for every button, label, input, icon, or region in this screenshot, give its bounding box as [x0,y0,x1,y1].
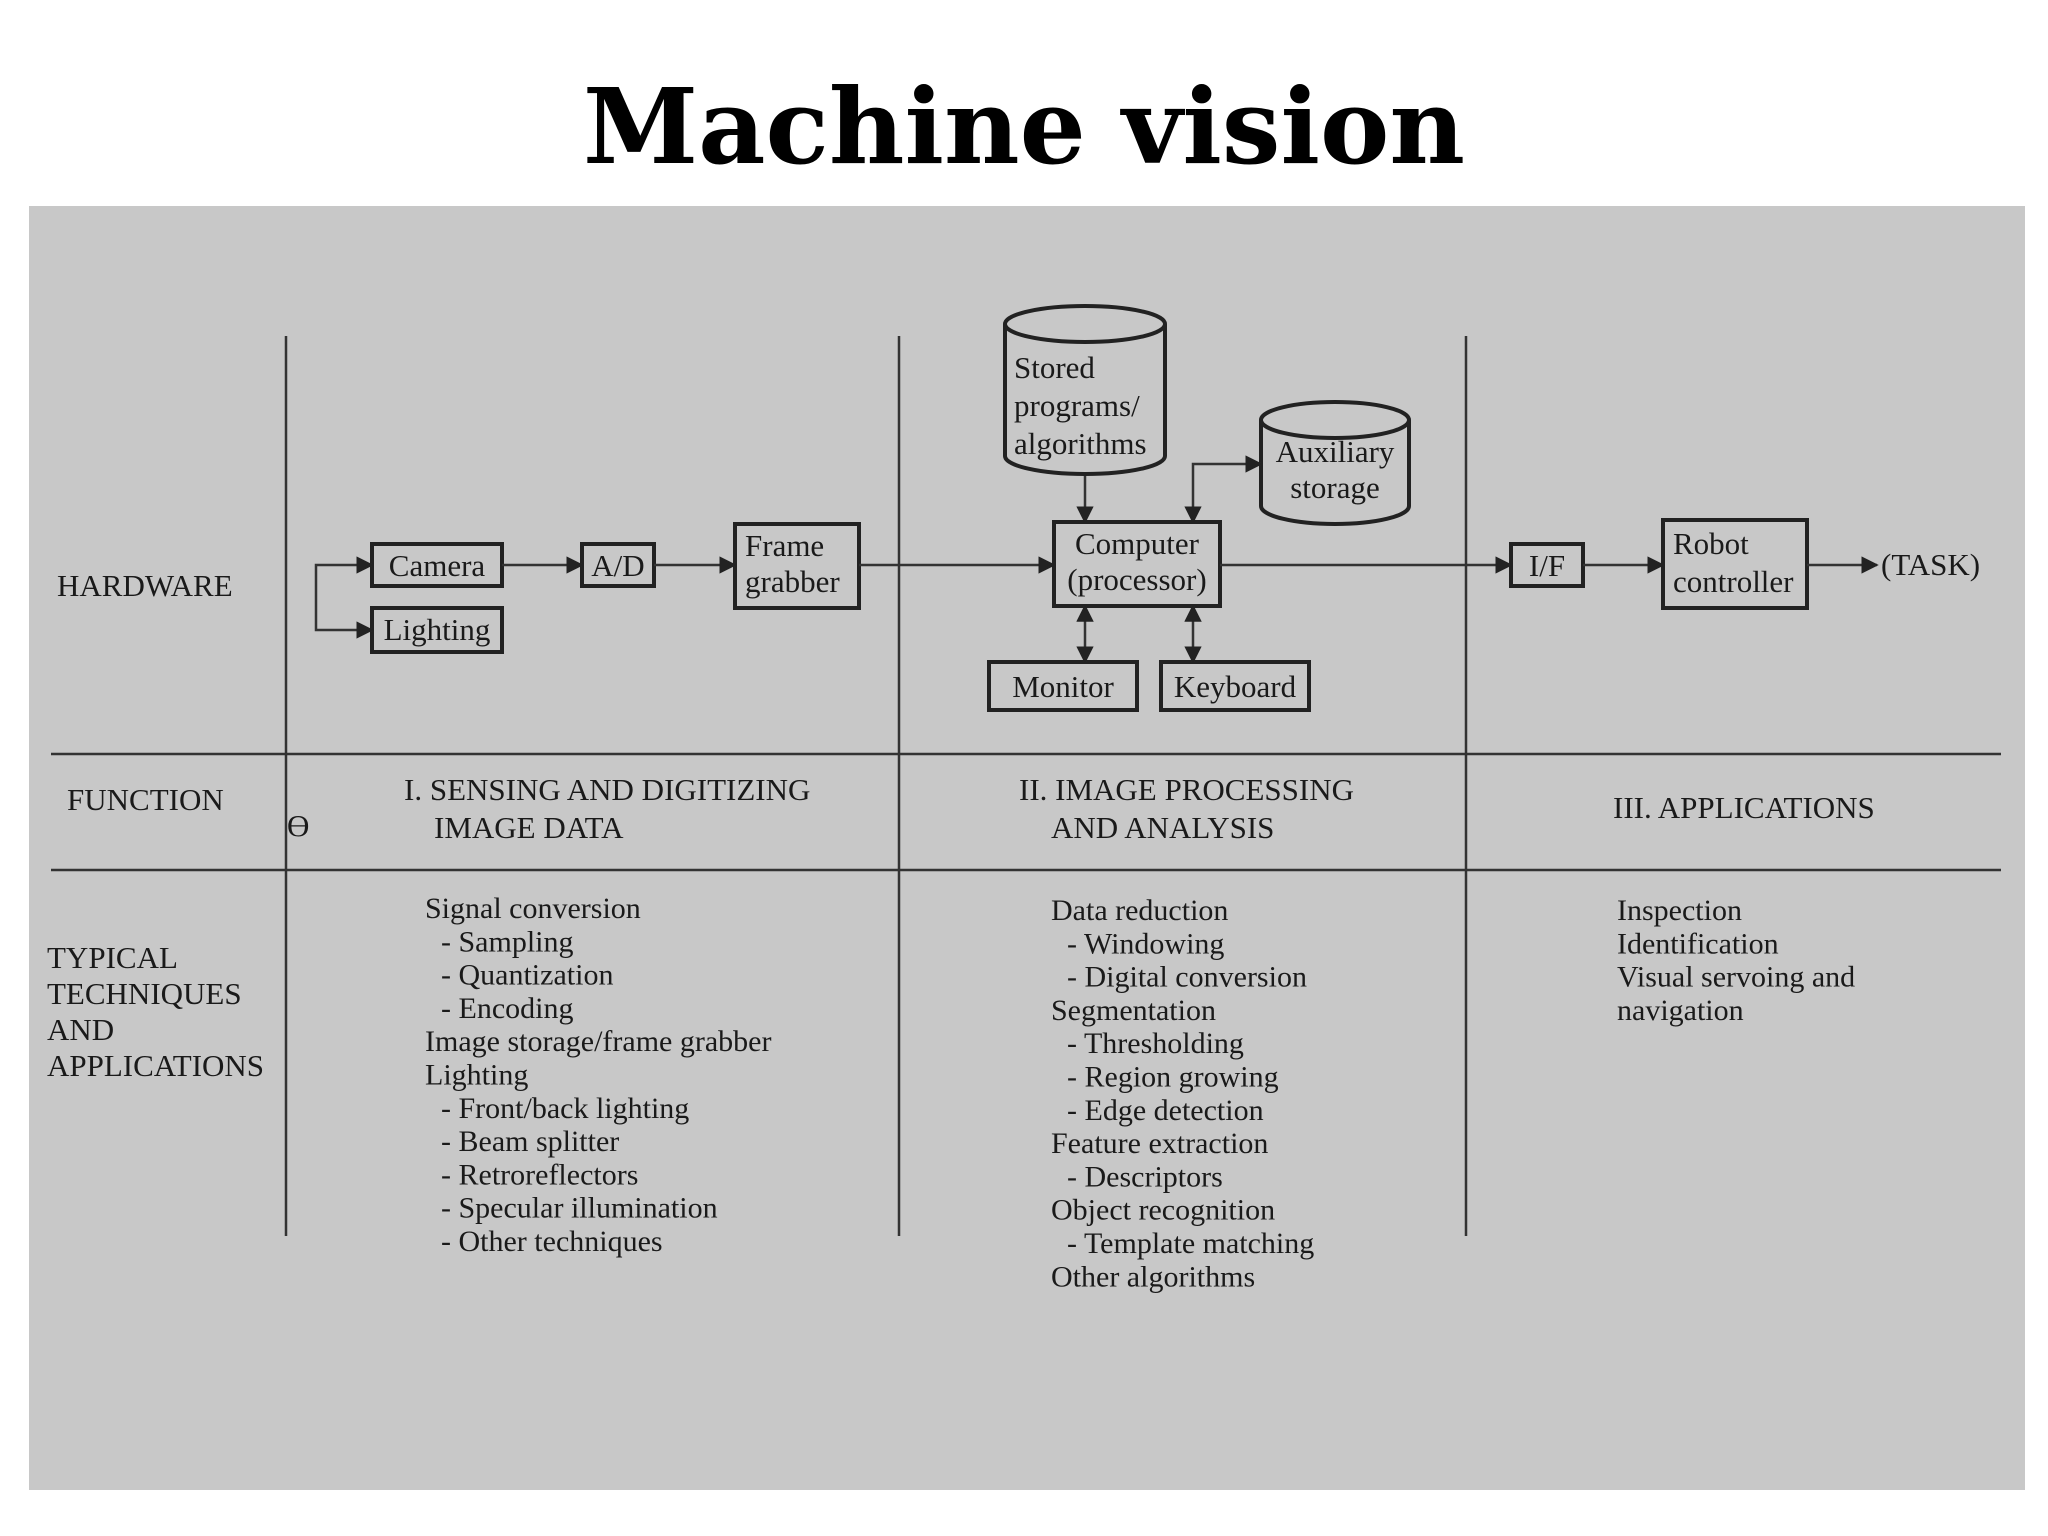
list-item: Image storage/frame grabber [425,1025,771,1058]
svg-text:Lighting: Lighting [384,612,491,647]
list-item: Object recognition [1051,1194,1275,1227]
list-item: Lighting [425,1059,528,1092]
svg-text:Frame: Frame [745,528,824,563]
list-item: - Quantization [441,959,613,992]
list-item: - Thresholding [1067,1027,1244,1060]
list-item: - Specular illumination [441,1192,718,1225]
list-item: - Template matching [1067,1227,1314,1260]
list-item: Segmentation [1051,994,1216,1027]
camera-box: Camera [370,542,504,588]
computer-processor-box: Computer (processor) [1052,520,1222,608]
list-item: - Descriptors [1067,1160,1223,1193]
list-item: Inspection [1617,894,1742,927]
svg-text:AND ANALYSIS: AND ANALYSIS [1051,810,1274,845]
lighting-box: Lighting [370,606,504,654]
list-item: - Digital conversion [1067,961,1307,994]
list-item: - Encoding [441,992,573,1025]
list-item: - Other techniques [441,1225,663,1258]
svg-text:Auxiliary: Auxiliary [1276,434,1395,469]
table-grid [51,336,2001,1236]
svg-text:grabber: grabber [745,564,840,599]
diagram-panel: HARDWARE FUNCTION TYPICAL TECHNIQUES AND… [29,206,2025,1490]
monitor-box: Monitor [987,660,1139,712]
robot-controller-box: Robot controller [1661,518,1809,610]
stray-mark: ϴ [287,808,309,843]
svg-text:programs/: programs/ [1014,388,1140,423]
list-item: - Region growing [1067,1061,1279,1094]
svg-text:Computer: Computer [1075,526,1200,561]
list-item: - Beam splitter [441,1125,619,1158]
svg-text:I/F: I/F [1529,548,1565,583]
svg-text:A/D: A/D [591,548,644,583]
row-label-hardware: HARDWARE [57,568,233,603]
camera-lighting-link [314,556,374,639]
svg-text:TECHNIQUES: TECHNIQUES [47,976,242,1011]
svg-text:Monitor: Monitor [1012,669,1114,704]
svg-text:(processor): (processor) [1067,562,1206,597]
task-label: (TASK) [1881,547,1980,582]
list-item: Data reduction [1051,894,1228,927]
function-sensing: I. SENSING AND DIGITIZING IMAGE DATA [404,772,810,845]
list-item: - Sampling [441,925,574,958]
svg-text:controller: controller [1673,564,1794,599]
list-item: Other algorithms [1051,1260,1255,1293]
svg-text:Stored: Stored [1014,350,1095,385]
function-processing: II. IMAGE PROCESSING AND ANALYSIS [1019,772,1354,845]
svg-text:AND: AND [47,1012,114,1047]
svg-text:storage: storage [1290,470,1380,505]
list-item: Feature extraction [1051,1127,1268,1160]
svg-text:II. IMAGE PROCESSING: II. IMAGE PROCESSING [1019,772,1354,807]
computer-auxiliary-link [1184,455,1263,524]
svg-text:I. SENSING AND DIGITIZING: I. SENSING AND DIGITIZING [404,772,810,807]
techniques-sensing-list: Signal conversion- Sampling- Quantizatio… [425,892,771,1258]
svg-text:Keyboard: Keyboard [1174,669,1297,704]
row-label-function: FUNCTION [67,782,224,817]
svg-text:Robot: Robot [1673,526,1749,561]
interface-box: I/F [1509,542,1585,588]
svg-text:TYPICAL: TYPICAL [47,940,178,975]
list-item: Signal conversion [425,892,641,925]
row-label-techniques: TYPICAL TECHNIQUES AND APPLICATIONS [47,940,264,1083]
svg-text:Camera: Camera [389,548,486,583]
svg-text:algorithms: algorithms [1014,426,1147,461]
stored-programs-cylinder: Stored programs/ algorithms [1003,304,1167,476]
function-applications: III. APPLICATIONS [1613,790,1875,825]
svg-text:IMAGE DATA: IMAGE DATA [434,810,624,845]
list-item: - Edge detection [1067,1094,1264,1127]
techniques-processing-list: Data reduction- Windowing- Digital conve… [1051,894,1314,1293]
panel-background [29,206,2025,1490]
keyboard-box: Keyboard [1159,660,1311,712]
auxiliary-storage-cylinder: Auxiliary storage [1259,400,1411,526]
list-item: navigation [1617,994,1744,1027]
list-item: Identification [1617,927,1779,960]
slide-title: Machine vision [583,65,1465,188]
list-item: - Front/back lighting [441,1092,689,1125]
list-item: Visual servoing and [1617,961,1855,994]
list-item: - Retroreflectors [441,1158,638,1191]
ad-converter-box: A/D [580,542,656,588]
svg-text:APPLICATIONS: APPLICATIONS [47,1048,264,1083]
list-item: - Windowing [1067,927,1224,960]
